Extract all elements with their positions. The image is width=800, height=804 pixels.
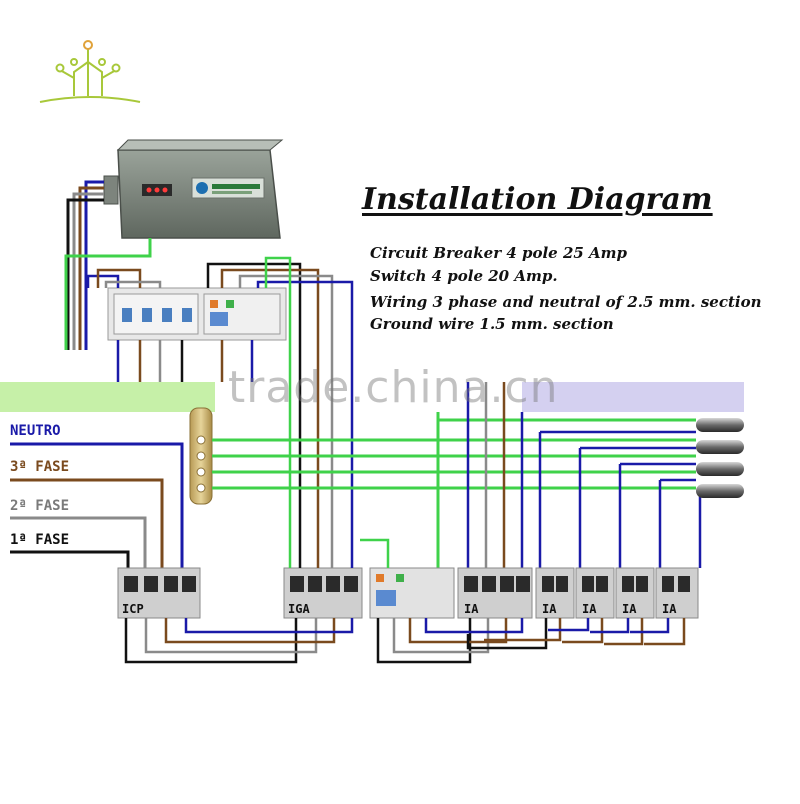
output-terminal: [696, 462, 744, 476]
diagram-title: Installation Diagram: [362, 182, 713, 217]
neutro-label: NEUTRO: [10, 423, 61, 439]
spec-line: Switch 4 pole 20 Amp.: [370, 267, 558, 285]
breaker-switch-panel: [107, 287, 287, 341]
distribution-vertical-wires: [466, 382, 702, 568]
iga-box: IGA: [283, 567, 363, 619]
ground-bar: [0, 382, 215, 412]
ground-terminal-block: [189, 407, 213, 505]
ia-label: IA: [542, 602, 557, 616]
spec-line: Wiring 3 phase and neutral of 2.5 mm. se…: [370, 293, 762, 311]
icp-box: ICP: [117, 567, 201, 619]
phase1-label: 1ª FASE: [10, 532, 70, 548]
phase2-label: 2ª FASE: [10, 498, 70, 514]
ia-label: IA: [662, 602, 677, 616]
panel-bottom-wires: [116, 340, 254, 382]
indicator-led: [154, 187, 160, 193]
panel-input-wires: [86, 256, 354, 540]
watermark: trade.china.cn: [228, 362, 559, 413]
ground-run-wires: [212, 412, 696, 568]
icp-label: ICP: [122, 602, 144, 616]
iga-label: IGA: [288, 602, 310, 616]
bottom-interconnect-wires: [124, 538, 686, 664]
energy-saver-device: [103, 139, 284, 239]
output-terminal: [696, 484, 744, 498]
device-wires: [64, 180, 152, 350]
output-terminal: [696, 440, 744, 454]
ia-label: IA: [622, 602, 637, 616]
neutral-bar: [522, 382, 744, 412]
phase3-label: 3ª FASE: [10, 459, 70, 475]
ia-label: IA: [582, 602, 597, 616]
spec-line: Ground wire 1.5 mm. section: [370, 315, 614, 333]
output-terminals: [696, 418, 744, 498]
indicator-led: [146, 187, 152, 193]
ia-label: IA: [464, 602, 479, 616]
indicator-led: [162, 187, 168, 193]
phase-feed-wires: [10, 442, 184, 568]
output-terminal: [696, 418, 744, 432]
ia-breakers: IA IA IA IA IA: [457, 567, 699, 619]
residual-switch-box: [369, 567, 455, 619]
circuit-tree-logo-icon: [39, 40, 141, 103]
spec-line: Circuit Breaker 4 pole 25 Amp: [370, 244, 628, 262]
